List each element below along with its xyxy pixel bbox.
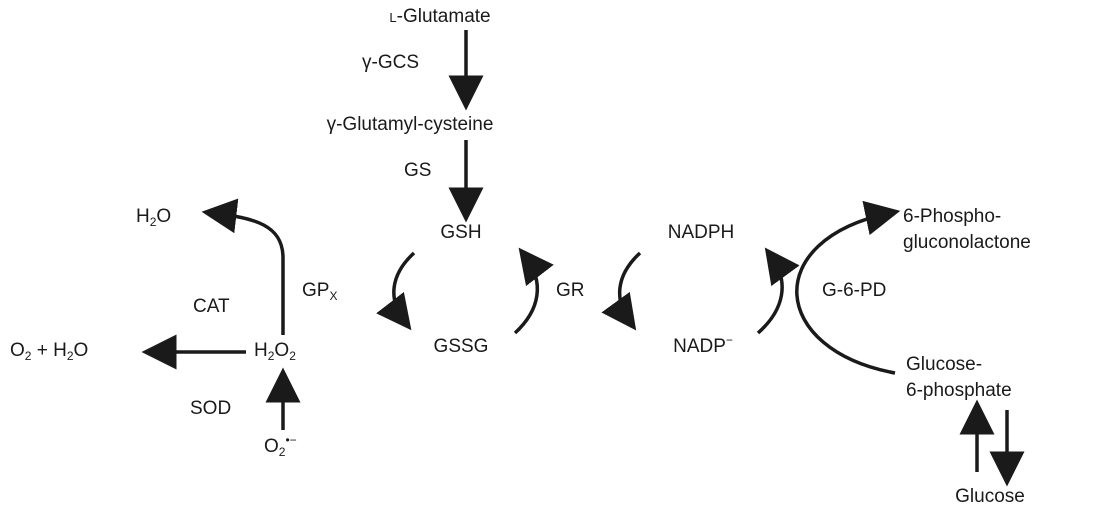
- arrow-nadph-to-nadp: [601, 251, 642, 331]
- label-glucose-6-phosphate-line2: 6-phosphate: [906, 380, 1012, 401]
- label-enzyme-sod: SOD: [190, 398, 232, 419]
- arrow-h2o2-to-h2o: [201, 198, 285, 335]
- label-gssg: GSSG: [433, 336, 489, 357]
- label-glucose-6-phosphate-line1: Glucose-: [906, 354, 983, 375]
- label-glucose: Glucose: [955, 486, 1025, 507]
- label-6-phosphogluconolactone-line1: 6-Phospho-: [903, 206, 1002, 227]
- label-6-phosphogluconolactone-line2: gluconolactone: [903, 232, 1031, 253]
- label-h2o: H2O: [136, 206, 172, 229]
- label-gamma-glutamylcysteine: γ-Glutamyl-cysteine: [326, 114, 494, 135]
- label-nadph: NADPH: [667, 222, 735, 243]
- label-enzyme-gpx: GPX: [302, 280, 338, 303]
- label-enzyme-gr: GR: [556, 280, 585, 301]
- label-l-glutamate: l-Glutamate: [389, 6, 491, 27]
- label-enzyme-cat: CAT: [193, 296, 230, 317]
- label-nadp: NADP−: [673, 333, 733, 357]
- label-superoxide: O2•−: [264, 433, 297, 459]
- label-enzyme-gs: GS: [404, 160, 432, 181]
- arrow-g6p-to-phosphogluconolactone: [795, 200, 901, 375]
- arrow-gsh-to-gssg: [376, 251, 416, 331]
- arrow-nadp-to-nadph: [756, 247, 800, 335]
- label-enzyme-gamma-gcs: γ-GCS: [362, 52, 419, 73]
- label-enzyme-g6pd: G-6-PD: [822, 280, 887, 301]
- label-o2-plus-h2o: O2 + H2O: [10, 340, 89, 363]
- label-gsh: GSH: [440, 222, 482, 243]
- label-h2o2: H2O2: [254, 340, 296, 363]
- arrow-gssg-to-gsh: [513, 247, 554, 335]
